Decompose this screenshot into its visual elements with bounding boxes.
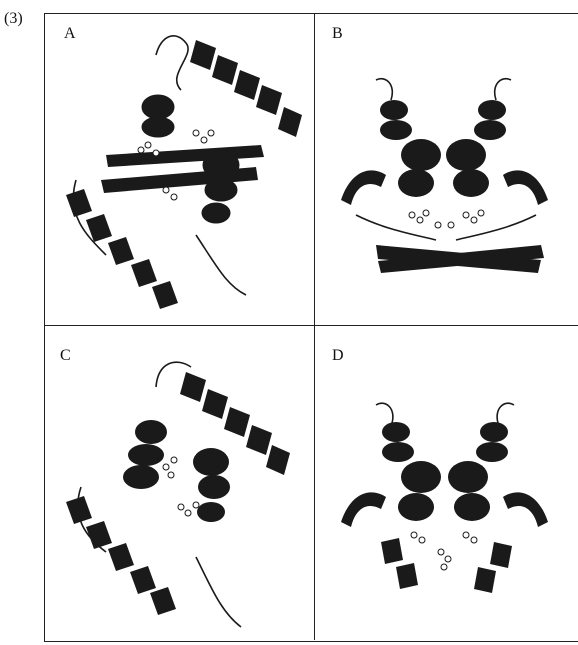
- panel-divider-vertical: [314, 13, 315, 640]
- panel-c: C: [46, 327, 314, 640]
- figure-number: (3): [4, 10, 23, 28]
- panel-d: D: [316, 327, 578, 640]
- panel-b: B: [316, 15, 578, 325]
- protein-ribbon-c: [46, 327, 314, 640]
- panel-divider-horizontal: [44, 325, 578, 326]
- protein-ribbon-a: [46, 15, 314, 325]
- panel-a: A: [46, 15, 314, 325]
- protein-ribbon-d: [316, 327, 578, 640]
- protein-ribbon-b: [316, 15, 578, 325]
